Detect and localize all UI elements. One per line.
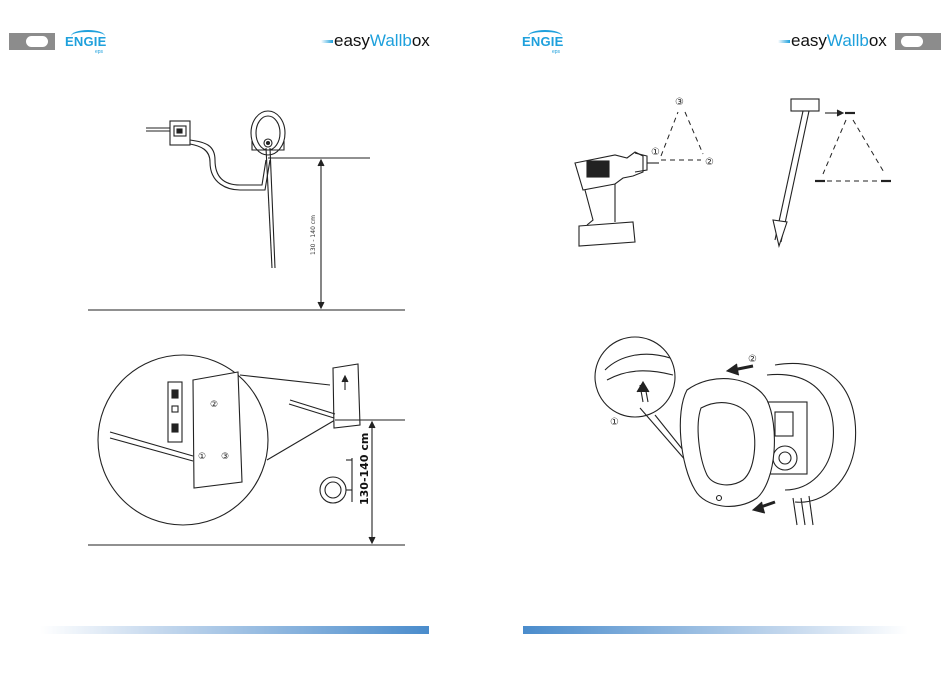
left-page: ENGIE eps easyWallbox (0, 0, 475, 674)
drill-icon (575, 152, 659, 246)
height-label-small: 130 - 140 cm (310, 215, 317, 255)
footer-bar-left (40, 626, 429, 634)
marker-3-circle: ③ (221, 452, 229, 462)
hammer-icon (773, 99, 891, 246)
figure-drill-hammer: ① ② ③ (475, 0, 950, 300)
footer-bar-right (523, 626, 908, 634)
figure-marking-detail: ② ① ③ 130-140 cm (0, 330, 475, 560)
marker-2-circle: ② (210, 400, 218, 410)
drill-marker-1: ① (651, 147, 660, 158)
figure-cover-removal: ① ② (475, 330, 950, 540)
cover-marker-2: ② (748, 354, 757, 365)
cover-marker-1: ① (610, 417, 619, 428)
height-label-large: 130-140 cm (358, 433, 371, 505)
marker-1-circle: ① (198, 452, 206, 462)
right-page: ENGIE eps easyWallbox ① ② ③ (475, 0, 950, 674)
figure-wallbox-height: 130 - 140 cm (0, 0, 475, 330)
drill-marker-3: ③ (675, 97, 684, 108)
drill-marker-2: ② (705, 157, 714, 168)
